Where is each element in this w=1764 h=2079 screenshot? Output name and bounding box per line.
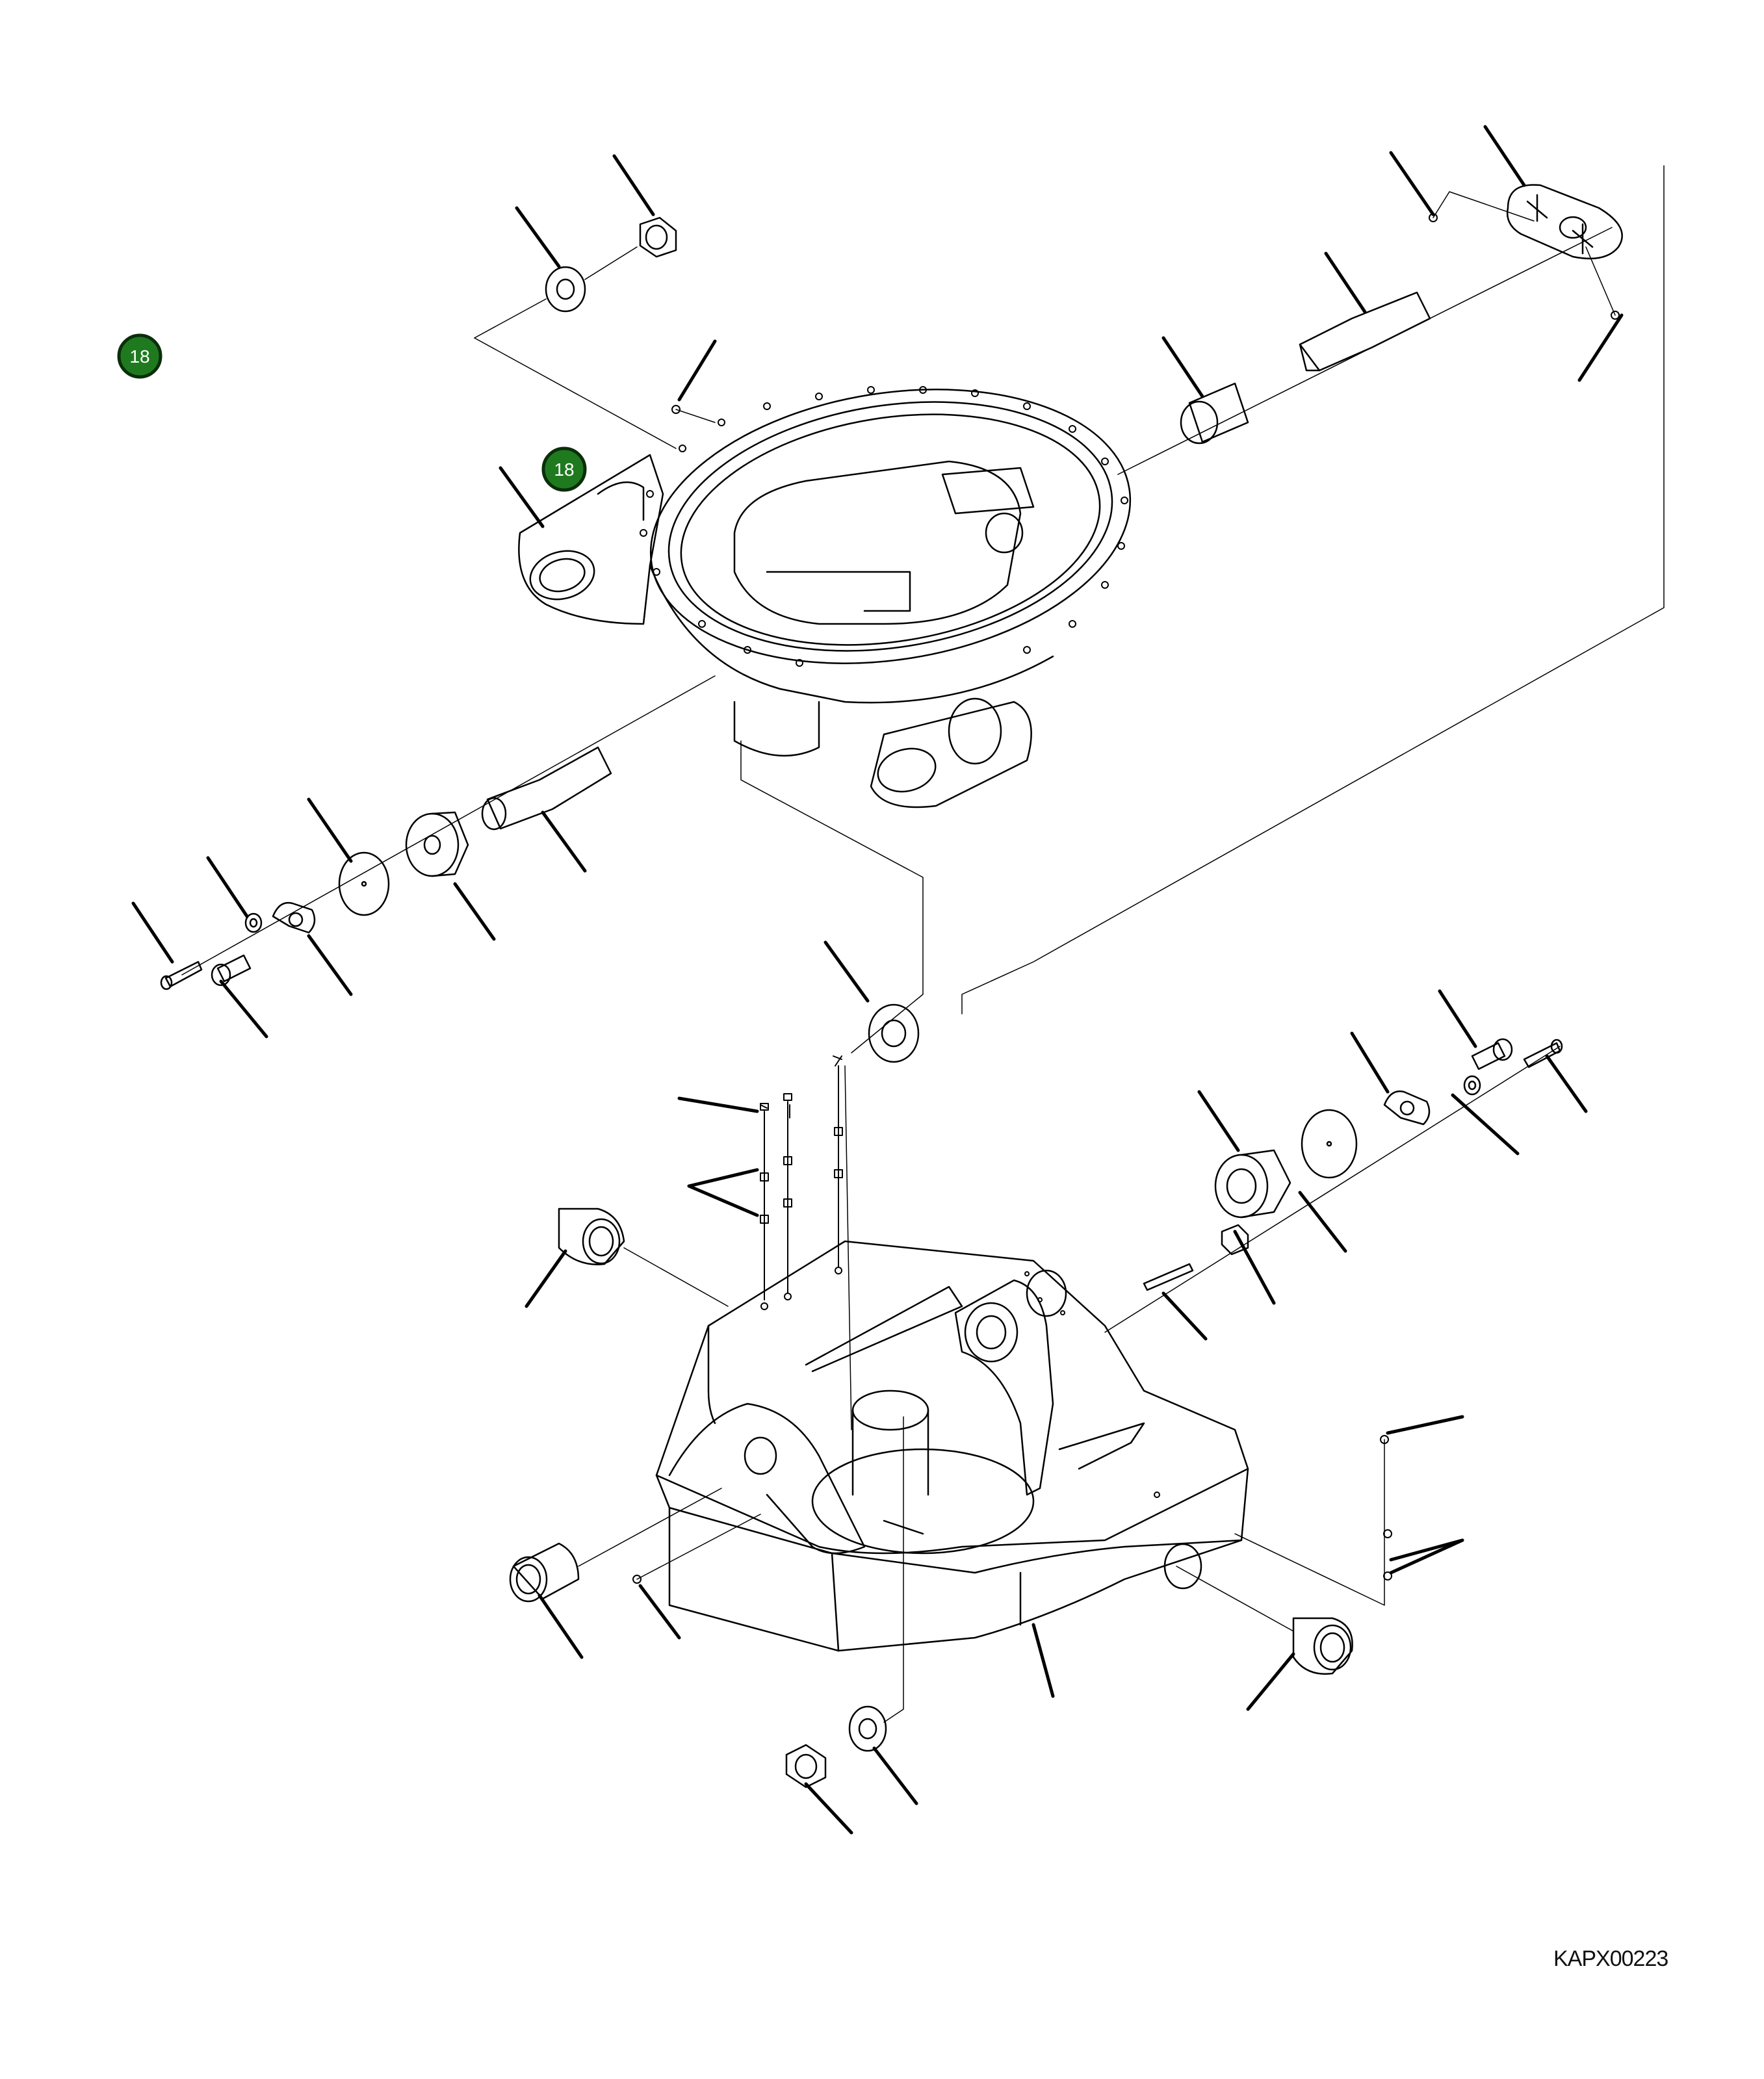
callout-label: 18 (129, 346, 149, 367)
upper-swing-bracket (518, 389, 1132, 808)
center-spacer (868, 1003, 920, 1063)
left-disc (338, 851, 390, 916)
left-bolt-small (160, 961, 203, 990)
upper-right-plate (1506, 184, 1623, 260)
leader-line (1585, 246, 1616, 316)
leader-line (474, 337, 677, 449)
right-stud (1143, 1263, 1194, 1291)
leader-line (181, 675, 716, 975)
lower-washer (848, 1705, 887, 1752)
callout-badge (541, 446, 587, 492)
right-bolt-large (1471, 1038, 1513, 1070)
frame-holes (760, 1267, 1160, 1498)
upper-right-pin (1299, 291, 1431, 372)
lower-left-bushing (558, 1207, 625, 1265)
leader-line (1433, 191, 1535, 222)
leader-line (1234, 1439, 1385, 1606)
part-callout-18-bracket[interactable]: 18 (541, 446, 587, 492)
ring-bolt-holes (640, 386, 1128, 667)
leader-line (578, 1488, 722, 1567)
left-pin (481, 746, 612, 831)
drawing-code: KAPX00223 (1553, 1946, 1668, 1971)
upper-right-bushing (1180, 382, 1249, 445)
lower-nut (785, 1744, 827, 1788)
left-washer (244, 912, 263, 933)
leader-line (1117, 227, 1613, 475)
right-plate (1383, 1090, 1431, 1126)
small-fitting (671, 213, 1620, 414)
lower-bushing-2 (509, 1542, 580, 1603)
upper-nut (639, 216, 677, 258)
right-washer (1463, 1075, 1481, 1096)
right-bolt-small (1523, 1039, 1563, 1068)
lower-right-bushing (1292, 1617, 1353, 1675)
leader-line (1104, 1046, 1561, 1333)
leader-line (740, 740, 924, 1053)
right-flange (1214, 1149, 1291, 1219)
leader-line (623, 1247, 729, 1307)
right-nut (1221, 1224, 1249, 1256)
left-flange (405, 811, 469, 877)
leader-line (474, 298, 547, 339)
leader-line (844, 1065, 852, 1430)
leader-line (1176, 1566, 1294, 1632)
part-callout-18-left[interactable]: 18 (117, 333, 162, 379)
left-bolt-large (211, 954, 252, 987)
small-fitting (632, 1435, 1392, 1584)
left-plate (272, 901, 316, 934)
right-disc (1301, 1109, 1358, 1179)
leader-line (584, 246, 638, 280)
leader-line (675, 409, 716, 423)
leader-line (636, 1514, 761, 1580)
callout-label: 18 (554, 459, 574, 480)
leader-line (961, 165, 1665, 1014)
grease-fittings (760, 1055, 843, 1224)
upper-washer (545, 266, 586, 313)
lube-lines (764, 1065, 839, 1300)
callout-leaders (131, 125, 1624, 1835)
leader-line (883, 1416, 904, 1723)
callout-badge (117, 333, 162, 379)
lower-frame (655, 1240, 1249, 1652)
